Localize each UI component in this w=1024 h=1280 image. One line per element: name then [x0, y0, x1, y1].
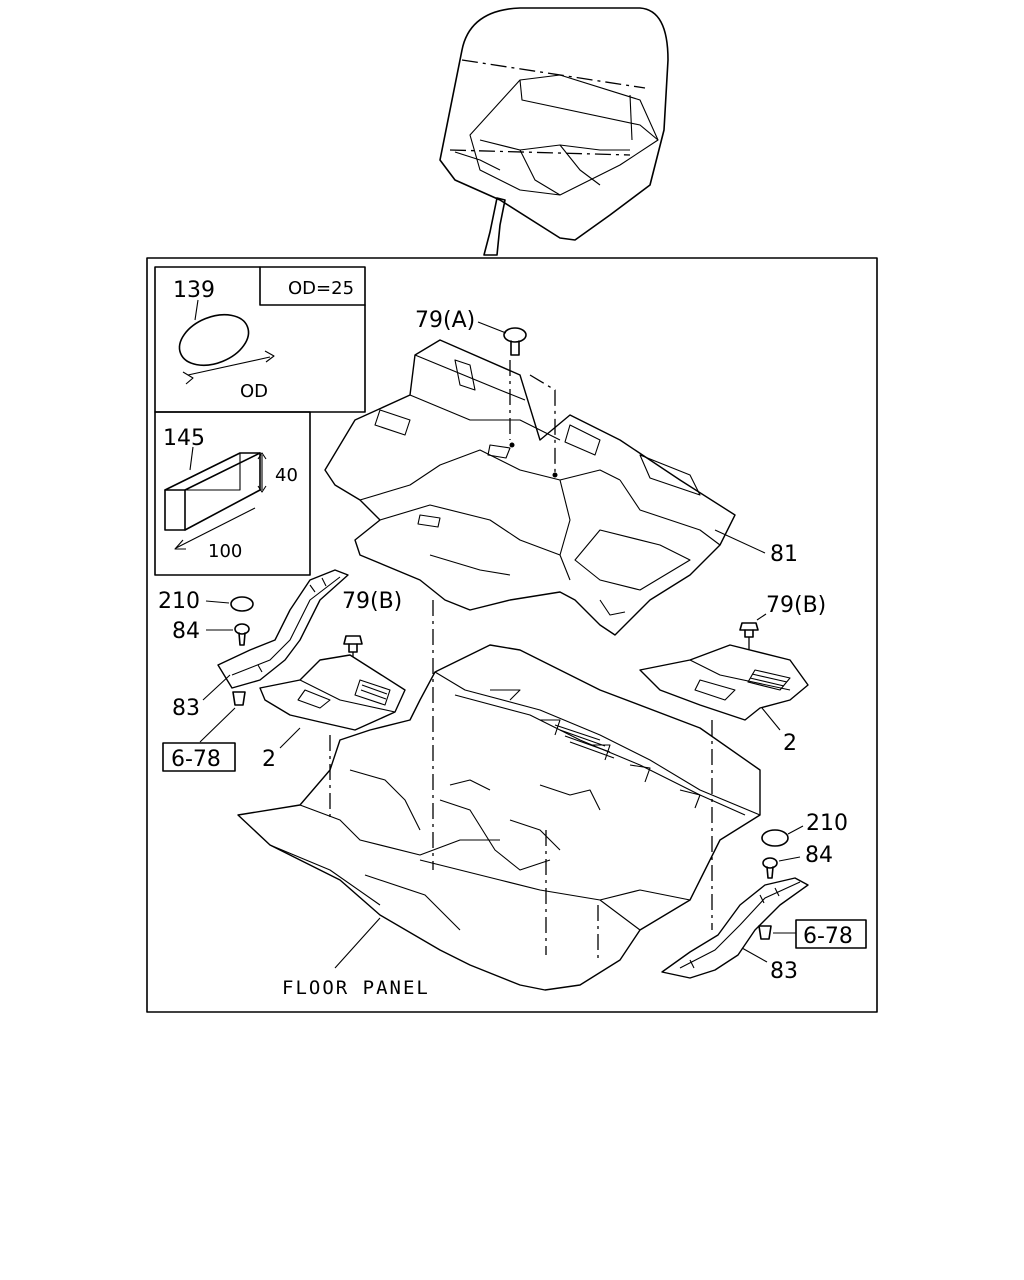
- nut-79b-left: [343, 635, 363, 653]
- label-od: OD: [240, 381, 268, 402]
- label-83-left: 83: [172, 696, 200, 721]
- part-81-floor-carpet: [324, 339, 736, 636]
- label-83-right: 83: [770, 959, 798, 984]
- panel-2-right: [639, 644, 809, 721]
- label-210-right: 210: [806, 811, 848, 836]
- label-79b-right: 79(B): [766, 593, 826, 618]
- centerline-79a-2: [529, 374, 556, 475]
- ref-box-678-left: [162, 742, 236, 772]
- label-678-left: 6-78: [171, 747, 221, 772]
- ref-box-678-right: [795, 919, 867, 949]
- screw-84-left: [234, 623, 250, 646]
- label-od25: OD=25: [288, 278, 354, 299]
- vehicle-overview: [439, 7, 669, 256]
- label-2-right: 2: [783, 731, 797, 756]
- plug-210-left: [230, 596, 254, 612]
- label-79b-left: 79(B): [342, 589, 402, 614]
- clip-79a: [503, 327, 527, 356]
- screw-84-right: [762, 857, 778, 879]
- label-79a: 79(A): [415, 308, 475, 333]
- label-100: 100: [208, 541, 242, 562]
- label-210-left: 210: [158, 589, 200, 614]
- label-40: 40: [275, 465, 298, 486]
- inset-145: [154, 411, 311, 576]
- panel-2-left: [259, 654, 406, 731]
- label-84-left: 84: [172, 619, 200, 644]
- label-139: 139: [173, 278, 215, 303]
- bracket-83-right: [661, 877, 809, 979]
- nut-79b-right: [739, 622, 759, 638]
- main-frame: [146, 257, 878, 1013]
- label-81: 81: [770, 542, 798, 567]
- clip-678-left: [232, 691, 246, 706]
- label-145: 145: [163, 426, 205, 451]
- label-2-left: 2: [262, 747, 276, 772]
- plug-210-right: [761, 829, 789, 847]
- floor-panel: [237, 644, 761, 991]
- label-floor-panel: FLOOR PANEL: [282, 977, 430, 999]
- bracket-83-left: [217, 569, 349, 689]
- clip-678-right: [758, 925, 772, 940]
- label-84-right: 84: [805, 843, 833, 868]
- label-678-right: 6-78: [803, 924, 853, 949]
